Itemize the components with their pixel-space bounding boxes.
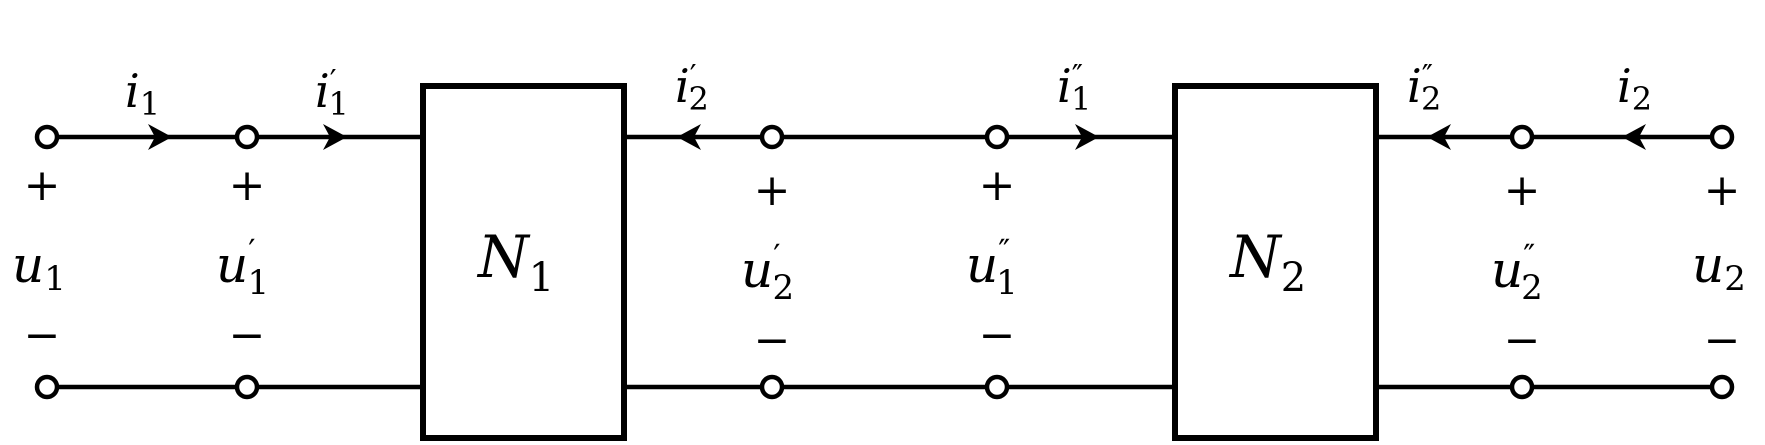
voltage-label-u1pp: u″1: [966, 232, 1018, 303]
minus-sign: −: [754, 315, 791, 366]
wires: [47, 134, 1722, 390]
minus-sign: −: [979, 310, 1016, 361]
arrow-i2-icon: [1622, 124, 1646, 150]
port-u1-labels: + u1 −: [12, 160, 66, 361]
network-n2-box: [1172, 83, 1379, 441]
terminal-u1pp-bottom: [984, 374, 1010, 400]
terminal-u2p-bottom: [759, 374, 785, 400]
terminal-u1p-top: [234, 124, 260, 150]
arrow-i2pp-icon: [1427, 124, 1451, 150]
current-label-i1: i1: [125, 64, 160, 123]
port-u1p-labels: + u′1 −: [216, 160, 269, 361]
plus-sign: +: [1704, 165, 1741, 216]
arrow-i1-icon: [148, 124, 172, 150]
voltage-label-u1p: u′1: [216, 232, 269, 303]
plus-sign: +: [229, 160, 266, 211]
terminal-u2p-top: [759, 124, 785, 150]
voltage-label-u2: u2: [1692, 236, 1746, 299]
terminal-u1-top: [34, 124, 60, 150]
plus-sign: +: [24, 160, 61, 211]
current-label-i2: i2: [1617, 59, 1652, 118]
minus-sign: −: [24, 310, 61, 361]
plus-sign: +: [979, 160, 1016, 211]
current-labels: i1 i′1 i′2 i″1 i″2 i2: [125, 59, 1652, 123]
network-n1-label: N1: [476, 223, 554, 301]
current-label-i2pp: i″2: [1407, 59, 1441, 118]
terminals: [34, 124, 1735, 400]
port-u2-labels: + u2 −: [1692, 165, 1746, 366]
terminal-u2pp-top: [1509, 124, 1535, 150]
terminal-u2-top: [1709, 124, 1735, 150]
current-label-i2p: i′2: [675, 59, 709, 118]
arrow-i2p-icon: [677, 124, 701, 150]
port-u1pp-labels: + u″1 −: [966, 160, 1018, 361]
terminal-u1pp-top: [984, 124, 1010, 150]
port-u2pp-labels: + u″2 −: [1491, 165, 1543, 366]
voltage-label-u2pp: u″2: [1491, 237, 1543, 308]
minus-sign: −: [1704, 315, 1741, 366]
voltage-label-u1: u1: [12, 236, 66, 299]
terminal-u1p-bottom: [234, 374, 260, 400]
terminal-u2-bottom: [1709, 374, 1735, 400]
plus-sign: +: [754, 165, 791, 216]
port-u2p-labels: + u′2 −: [741, 165, 794, 366]
voltage-label-u2p: u′2: [741, 237, 794, 308]
plus-sign: +: [1504, 165, 1541, 216]
network-n2: N2: [1172, 83, 1379, 441]
terminal-u2pp-bottom: [1509, 374, 1535, 400]
network-n2-label: N2: [1228, 223, 1306, 301]
minus-sign: −: [1504, 315, 1541, 366]
arrow-i1p-icon: [323, 124, 347, 150]
network-n1-box: [420, 83, 627, 441]
minus-sign: −: [229, 310, 266, 361]
current-label-i1pp: i″1: [1057, 59, 1091, 118]
arrow-i1pp-icon: [1075, 124, 1099, 150]
current-arrows: [148, 124, 1646, 150]
current-label-i1p: i′1: [315, 64, 349, 123]
terminal-u1-bottom: [34, 374, 60, 400]
network-n1: N1: [420, 83, 627, 441]
